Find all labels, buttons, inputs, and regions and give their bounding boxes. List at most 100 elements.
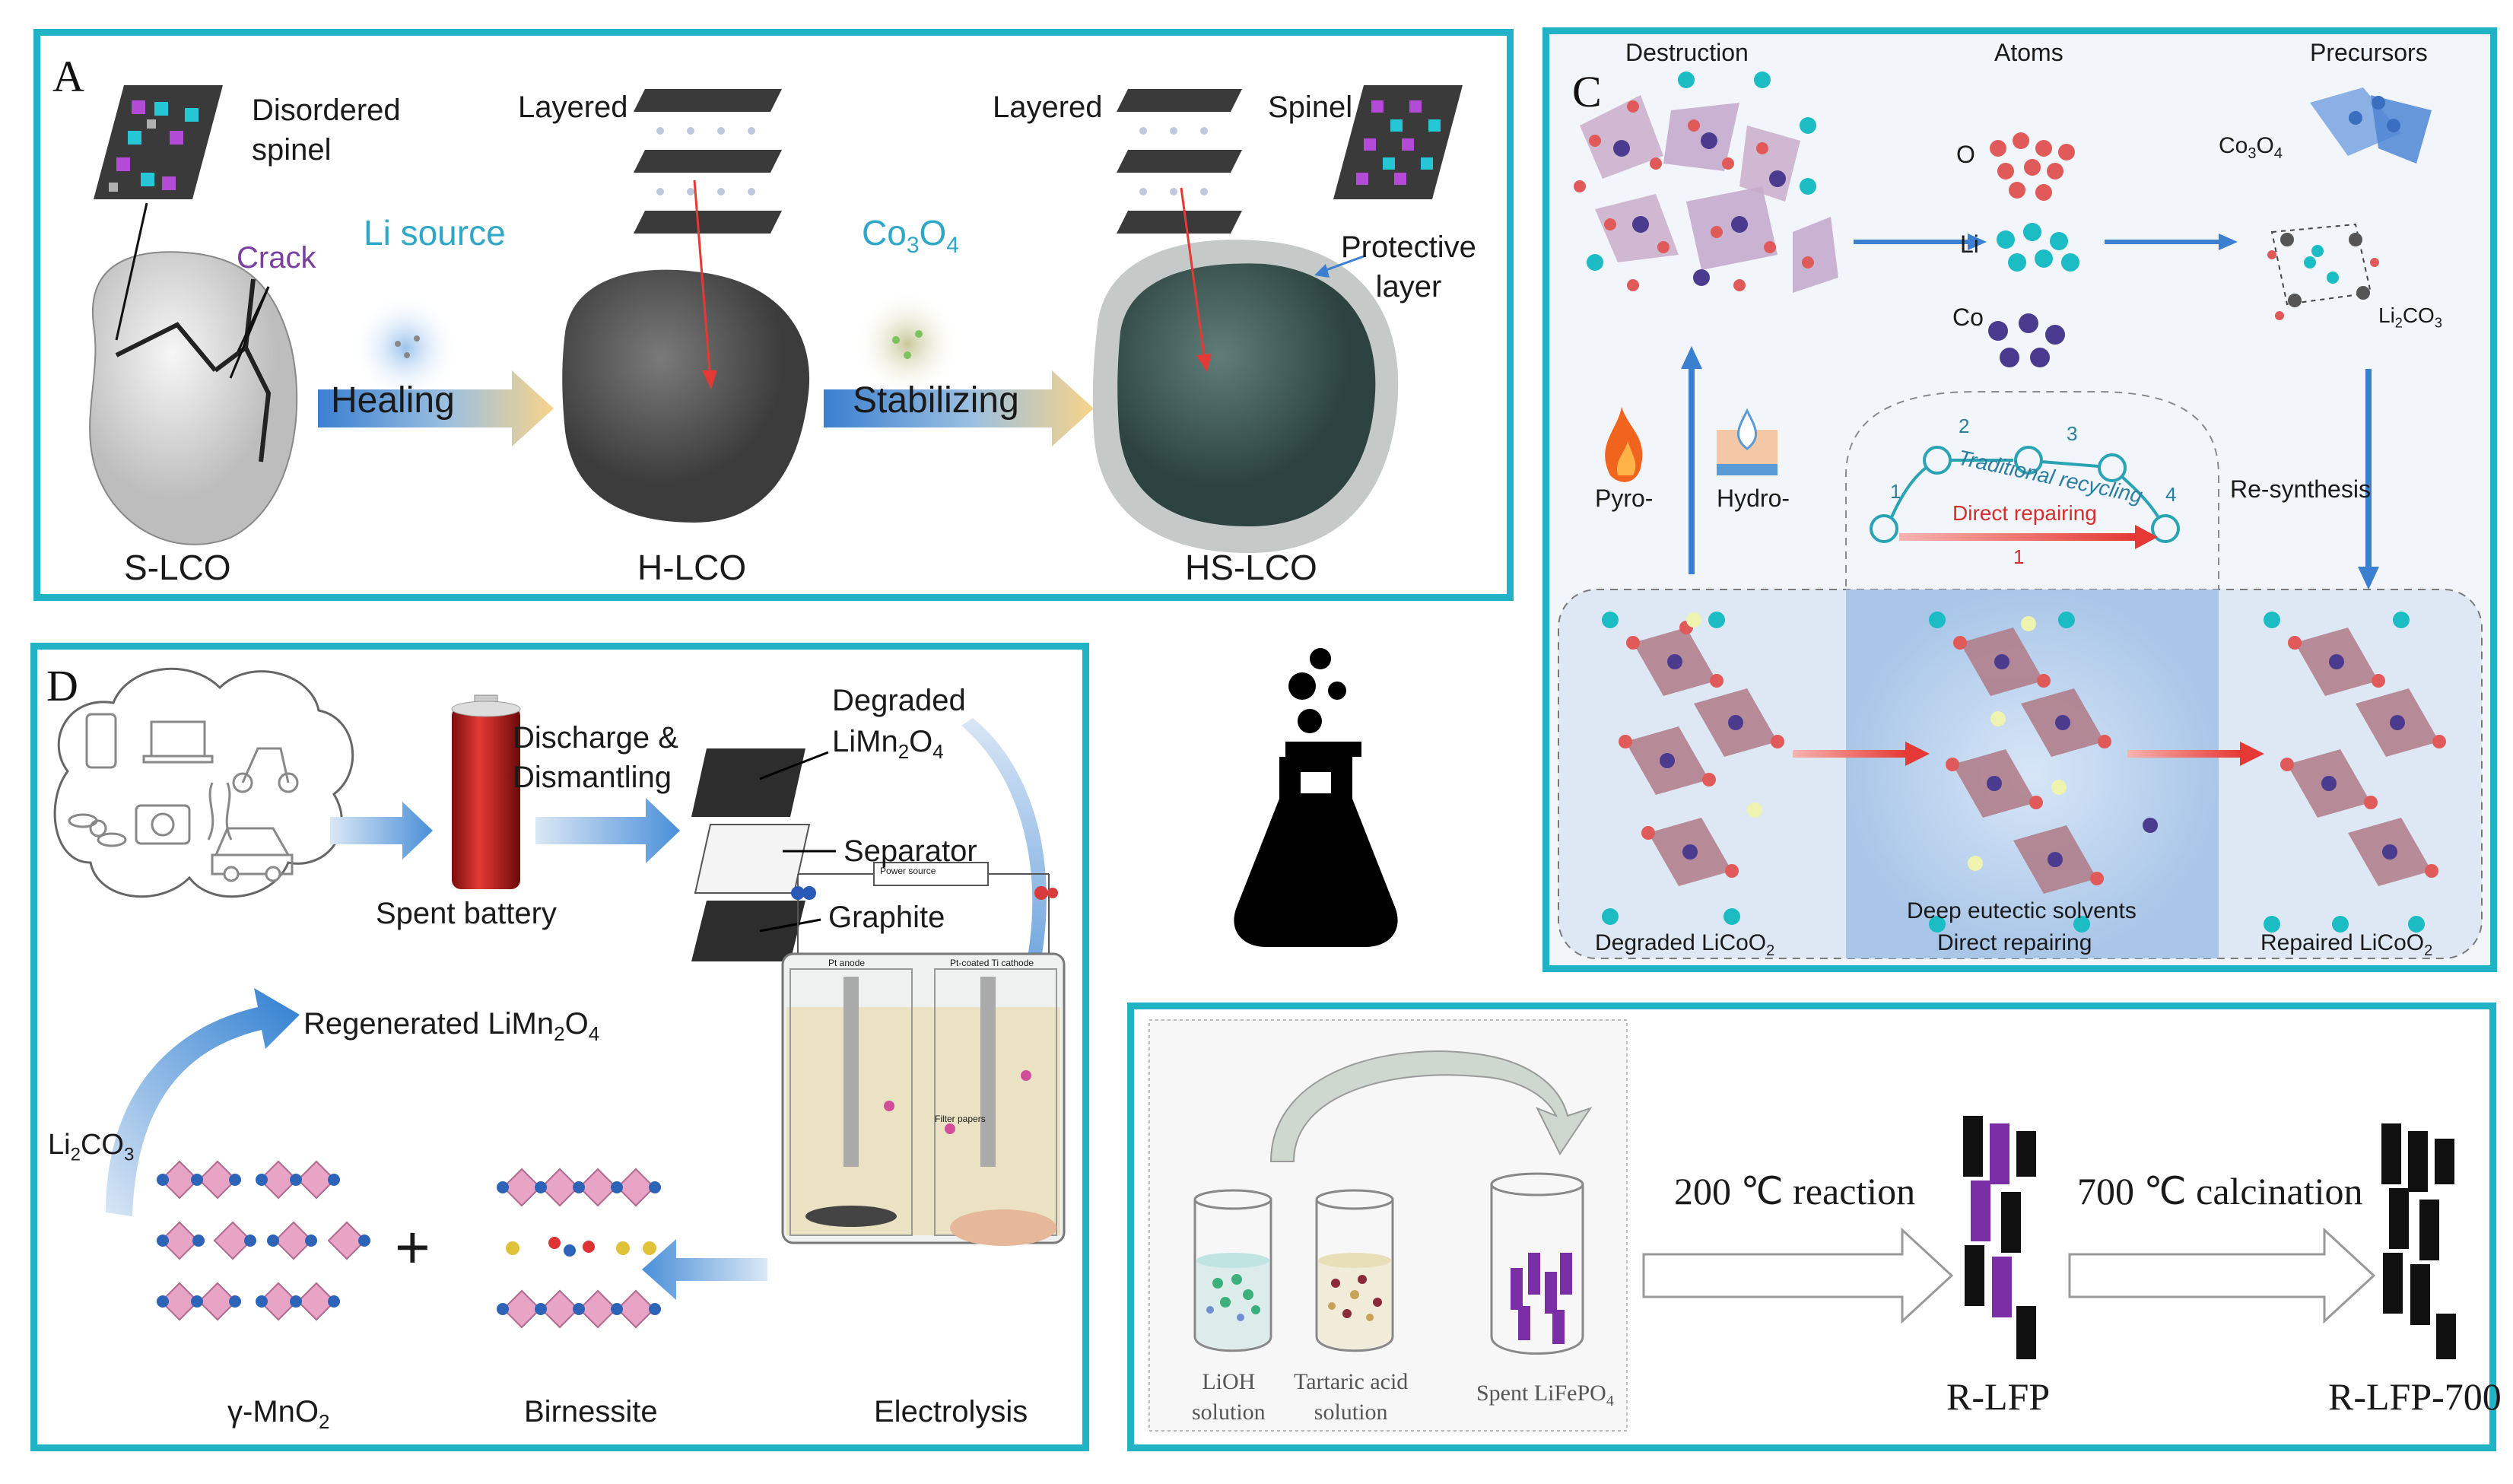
gamma-mno2-structure — [157, 1160, 370, 1321]
panel-b-graphics — [1148, 1019, 2456, 1432]
panel-d: D — [30, 643, 1089, 1451]
crack-label: Crack — [237, 241, 316, 275]
electrolysis-cell — [781, 862, 1066, 1246]
co-atoms — [1988, 313, 2065, 367]
degraded-licoo2-label: Degraded LiCoO2 — [1595, 930, 1775, 959]
precursors-label: Precursors — [2310, 39, 2428, 66]
co3o4-precursor-label: Co3O4 — [2219, 133, 2283, 162]
o-label: O — [1956, 141, 1975, 168]
stabilizing-arrow — [824, 370, 1094, 446]
step-4-label: 4 — [2165, 483, 2177, 506]
direct-repairing-lattice — [1929, 612, 2158, 933]
traditional-recycling-path — [1870, 446, 2180, 543]
phone-icon — [85, 713, 117, 769]
direct-repairing-label: Direct repairing — [1937, 930, 2092, 955]
fan-icon — [68, 813, 127, 847]
separator-label: Separator — [843, 834, 977, 868]
li2co3-precursor — [2267, 223, 2379, 320]
li-source-label: Li source — [364, 213, 506, 253]
hydro-label: Hydro- — [1717, 485, 1790, 512]
car-icon — [211, 827, 294, 882]
healing-arrow — [318, 370, 554, 446]
h-lco-particle — [562, 269, 810, 523]
panel-a-letter: A — [52, 52, 84, 101]
camera-icon — [135, 804, 191, 845]
pour-arrow — [1269, 1050, 1593, 1162]
layered-label-h: Layered — [518, 91, 628, 124]
s-lco-label: S-LCO — [124, 548, 231, 587]
electrolysis-to-products-arrow — [642, 1239, 767, 1300]
spent-battery-label: Spent battery — [376, 897, 557, 930]
cell-label-anode: Pt anode — [828, 958, 866, 968]
co-label: Co — [1952, 303, 1984, 331]
destruction-label: Destruction — [1625, 39, 1749, 66]
birnessite-label: Birnessite — [524, 1395, 658, 1428]
s-lco-particle — [89, 251, 298, 545]
spinel-lattice — [1333, 85, 1463, 199]
direct-repairing-arrow-label: Direct repairing — [1952, 501, 2097, 525]
hs-lco-label: HS-LCO — [1185, 548, 1317, 587]
spinel-label: Spinel — [1268, 91, 1353, 124]
co3o4-precursor — [2310, 87, 2432, 164]
repaired-lattice — [2264, 612, 2446, 933]
destruction-to-atoms-arrow — [1854, 234, 1987, 250]
healing-label: Healing — [331, 380, 455, 421]
direct-repairing-arrow — [1899, 525, 2158, 549]
calcination-arrow — [2068, 1227, 2376, 1324]
cloud-to-battery-arrow — [330, 802, 433, 860]
electrolysis-label: Electrolysis — [874, 1395, 1028, 1428]
plus-sign: + — [395, 1213, 430, 1281]
panel-c-letter: C — [1572, 67, 1602, 116]
step-2-label: 2 — [1959, 415, 1970, 437]
panel-d-letter: D — [46, 661, 78, 710]
layered-label-hs: Layered — [993, 91, 1103, 124]
cell-label-cathode: Pt-coated Ti cathode — [950, 958, 1034, 968]
panel-d-graphics — [53, 667, 1066, 1329]
calcination-label: 700 ℃ calcination — [2077, 1170, 2363, 1212]
o-atoms — [1990, 132, 2075, 201]
regeneration-arrow — [106, 988, 300, 1216]
r-lfp-700-particles — [2381, 1123, 2456, 1359]
degraded-to-des-arrow — [1793, 742, 1930, 766]
panel-a: A — [33, 29, 1514, 601]
birnessite-structure — [497, 1168, 661, 1329]
spent-lfp-label: Spent LiFePO4 — [1476, 1381, 1614, 1409]
laptop-icon — [142, 720, 214, 764]
co3o4-label: Co3O4 — [862, 213, 959, 259]
earphone-icon — [207, 782, 233, 841]
co3o4-glow — [854, 291, 961, 397]
des-region — [1846, 589, 2219, 958]
panel-b: B — [1127, 1003, 2502, 1451]
panel-a-graphics — [89, 85, 1463, 553]
des-to-repaired-arrow — [2127, 742, 2264, 766]
r-lfp-label: R-LFP — [1946, 1375, 2051, 1418]
h-lco-label: H-LCO — [637, 548, 747, 587]
step-3-label: 3 — [2067, 422, 2078, 445]
r-lfp-particles — [1963, 1116, 2036, 1359]
cell-label-power: Power source — [880, 866, 936, 876]
li-atoms — [1997, 223, 2079, 272]
li2co3-label: Li2CO3 — [48, 1129, 135, 1165]
spent-lfp-beaker — [1490, 1172, 1584, 1355]
step-1-label: 1 — [1890, 480, 1901, 503]
pyro-label: Pyro- — [1595, 485, 1654, 512]
scooter-icon — [232, 747, 299, 793]
panel-c: C — [1542, 27, 2497, 972]
degraded-lattice — [1602, 612, 1784, 925]
devices-cloud — [53, 667, 354, 898]
pyro-hydro-arrow — [1681, 346, 1702, 574]
destruction-cluster — [1574, 71, 1838, 293]
layered-lattice-hs — [1117, 89, 1242, 234]
atoms-to-precursors-arrow — [2105, 234, 2238, 250]
layer-stack — [691, 748, 836, 961]
dashed-region — [1845, 391, 2219, 628]
regenerated-label: Regenerated LiMn2O4 — [303, 1007, 600, 1045]
graphite-label: Graphite — [828, 901, 945, 934]
reaction-label: 200 ℃ reaction — [1674, 1170, 1916, 1212]
stabilizing-label: Stabilizing — [853, 380, 1019, 421]
spent-battery-icon — [451, 694, 521, 889]
